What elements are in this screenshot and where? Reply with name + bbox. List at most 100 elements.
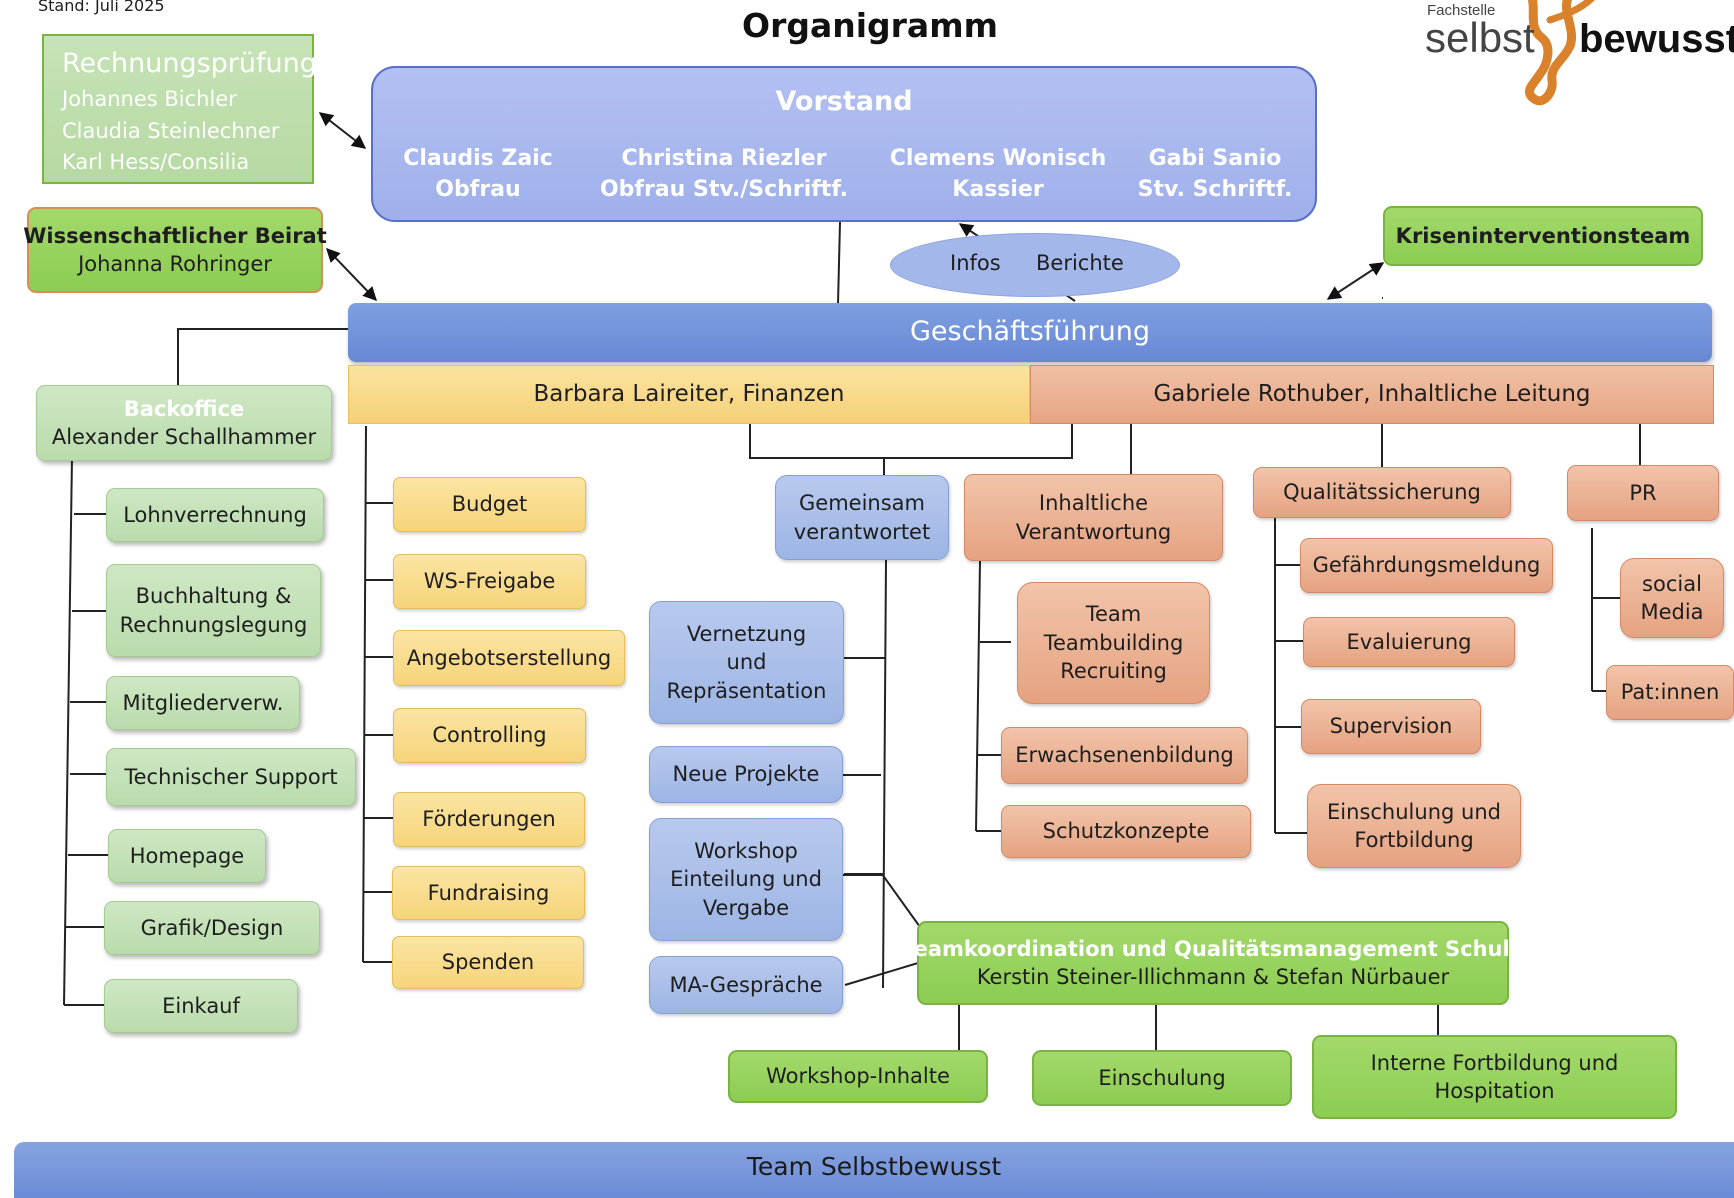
box-label: Supervision <box>1329 714 1453 739</box>
board-member-role: Stv. Schriftf. <box>1137 176 1293 202</box>
advisory-board-name: Johanna Rohringer <box>78 252 272 276</box>
backoffice-item: Lohnverrechnung <box>106 488 324 542</box>
backoffice-title: Backoffice <box>123 396 245 421</box>
box-label: Erwachsenenbildung <box>1015 743 1234 768</box>
backoffice-name: Alexander Schallhammer <box>51 425 317 449</box>
quality-item: Gefährdungsmeldung <box>1300 538 1553 593</box>
box-label: Buchhaltung &Rechnungslegung <box>119 584 308 637</box>
shared-item: Neue Projekte <box>649 746 843 803</box>
board-title: Vorstand <box>775 86 913 117</box>
finance-item: Spenden <box>392 936 584 989</box>
logo-left-text: selbst <box>1425 14 1535 61</box>
audit-box: Rechnungsprüfung Johannes Bichler Claudi… <box>42 34 317 184</box>
backoffice-item-label: Mitgliederverw. <box>122 690 284 715</box>
backoffice-item-label: Lohnverrechnung <box>123 502 307 527</box>
finance-item: WS-Freigabe <box>393 554 586 609</box>
finance-item-label: Spenden <box>441 950 535 975</box>
date-stamp: Stand: Juli 2025 <box>38 0 228 18</box>
board-box: Vorstand Claudis Zaic Obfrau Christina R… <box>371 66 1317 222</box>
school-coordination-box: Teamkoordination und Qualitätsmanagement… <box>902 921 1524 1005</box>
board-member-name: Christina Riezler <box>621 146 827 171</box>
finance-item-label: Fundraising <box>427 880 550 905</box>
pr-box: PR <box>1567 465 1719 521</box>
finance-item-label: Angebotserstellung <box>406 645 612 670</box>
backoffice-item: Technischer Support <box>106 748 356 806</box>
footer-band: Team Selbstbewusst <box>14 1142 1734 1198</box>
logo-figure-icon <box>1525 0 1595 106</box>
content-item: Schutzkonzepte <box>1001 805 1251 858</box>
quality-item: Evaluierung <box>1303 617 1515 667</box>
reports-label: Berichte <box>1036 251 1124 275</box>
backoffice-item: Buchhaltung &Rechnungslegung <box>106 564 321 657</box>
school-coordination-names: Kerstin Steiner-Illichmann & Stefan Nürb… <box>976 965 1450 989</box>
audit-member: Karl Hess/Consilia <box>62 149 250 174</box>
board-member-role: Kassier <box>952 176 1044 202</box>
finance-item-label: Budget <box>451 492 528 517</box>
audit-member: Johannes Bichler <box>62 87 237 112</box>
shared-item: MA-Gespräche <box>649 956 843 1014</box>
crisis-team-box: Kriseninterventionsteam <box>1383 206 1703 266</box>
box-label: Pat:innen <box>1620 680 1720 705</box>
audit-title: Rechnungsprüfung <box>62 48 317 79</box>
advisory-board-title: Wissenschaftlicher Beirat <box>23 223 327 248</box>
management-title: Geschäftsführung <box>910 316 1150 348</box>
management-bar: Geschäftsführung <box>348 303 1712 362</box>
school-coordination-title: Teamkoordination und Qualitätsmanagement… <box>902 936 1524 961</box>
backoffice-item-label: Grafik/Design <box>140 915 284 940</box>
logo-small-text: Fachstelle <box>1427 2 1496 19</box>
content-item: Erwachsenenbildung <box>1001 727 1248 784</box>
finance-item: Förderungen <box>393 792 585 847</box>
school-item: Workshop-Inhalte <box>728 1050 988 1103</box>
board-member-name: Claudis Zaic <box>403 146 553 171</box>
logo-right-text: bewusst <box>1579 17 1734 61</box>
backoffice-box: Backoffice Alexander Schallhammer <box>36 385 332 461</box>
school-item: Einschulung <box>1032 1050 1292 1106</box>
backoffice-item: Homepage <box>108 829 266 883</box>
content-lead-band: Gabriele Rothuber, Inhaltliche Leitung <box>1030 365 1714 424</box>
box-label: Qualitätssicherung <box>1283 480 1481 505</box>
footer-title: Team Selbstbewusst <box>746 1152 1002 1181</box>
infos-label: Infos <box>950 251 1001 275</box>
content-lead-band-label: Gabriele Rothuber, Inhaltliche Leitung <box>1153 380 1591 407</box>
finance-item-label: WS-Freigabe <box>423 569 556 594</box>
box-label: Gefährdungsmeldung <box>1312 553 1541 578</box>
page-title: Organigramm <box>700 4 1040 48</box>
finance-band: Barbara Laireiter, Finanzen <box>348 365 1030 424</box>
board-member: Christina Riezler Obfrau Stv./Schriftf. <box>579 144 869 206</box>
logo: Fachstelle selbst bewusst <box>1420 0 1734 108</box>
finance-item-label: Förderungen <box>422 807 556 832</box>
box-label: Schutzkonzepte <box>1042 819 1210 844</box>
advisory-board-box: Wissenschaftlicher Beirat Johanna Rohrin… <box>23 207 327 293</box>
quality-item: Supervision <box>1301 699 1481 754</box>
date-text: Stand: Juli 2025 <box>38 0 165 16</box>
pr-item: Pat:innen <box>1606 665 1734 720</box>
finance-item: Controlling <box>393 708 586 763</box>
board-member-name: Gabi Sanio <box>1148 146 1282 171</box>
backoffice-item: Grafik/Design <box>104 901 320 955</box>
infos-reports-ellipse <box>890 233 1180 297</box>
finance-item: Budget <box>393 477 586 532</box>
finance-item: Angebotserstellung <box>393 630 625 686</box>
audit-member: Claudia Steinlechner <box>62 118 280 143</box>
backoffice-item-label: Technischer Support <box>124 764 338 789</box>
box-label: MA-Gespräche <box>669 972 823 997</box>
finance-item: Fundraising <box>392 866 585 920</box>
board-member-role: Obfrau Stv./Schriftf. <box>599 176 849 202</box>
box-label: Neue Projekte <box>672 762 820 787</box>
box-label: Evaluierung <box>1346 629 1472 654</box>
board-member: Claudis Zaic Obfrau <box>373 144 583 206</box>
